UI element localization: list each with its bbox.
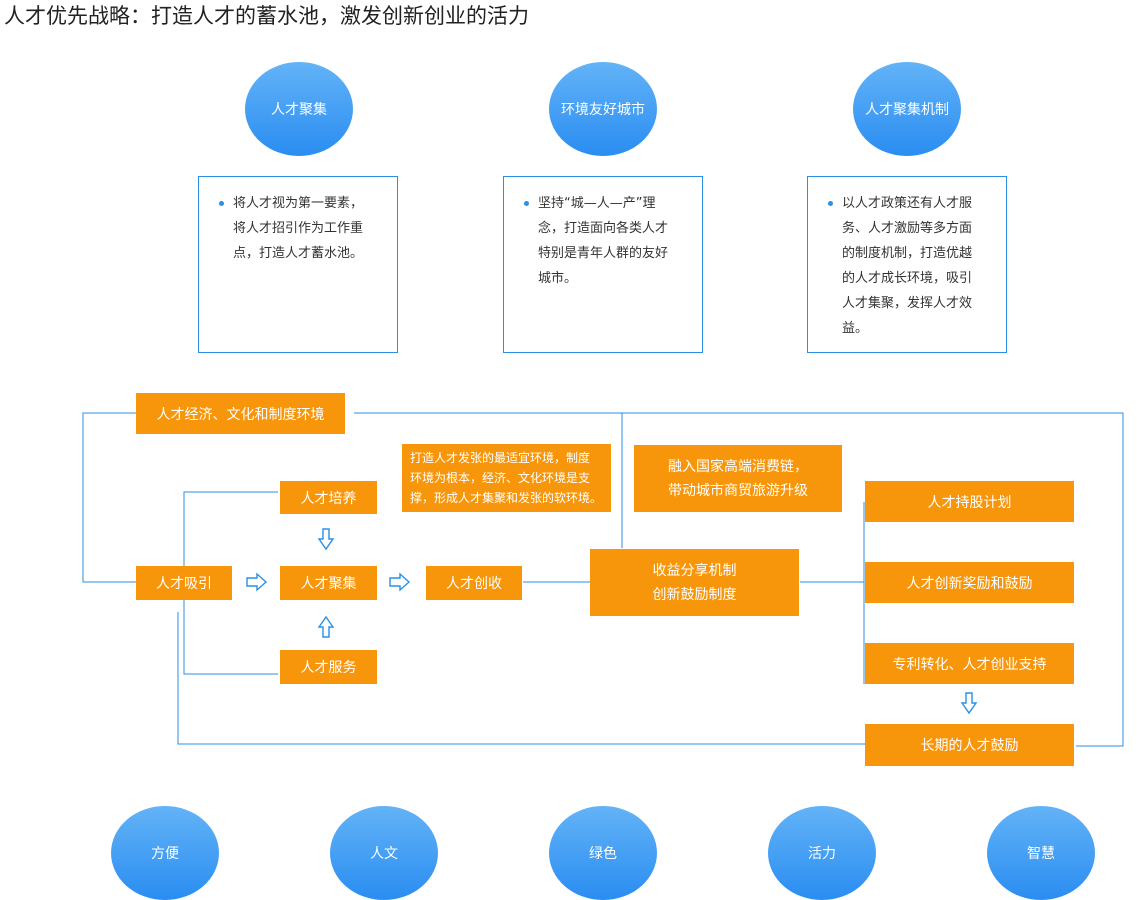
consume-line: 带动城市商贸旅游升级 (668, 482, 808, 499)
equity-plan-box: 人才持股计划 (865, 481, 1074, 522)
circle-vitality: 活力 (768, 806, 876, 900)
pillar-line: 念，打造面向各类人才 (538, 221, 669, 236)
pillar-line: 益。 (842, 321, 869, 336)
circle-label: 环境友好城市 (561, 102, 645, 118)
pillar-box-3: 以人才政策还有人才服 务、人才激励等多方面 的制度机制，打造优越 的人才成长环境… (807, 176, 1007, 353)
env-left-connector (82, 412, 136, 583)
arrow-up-icon (317, 615, 335, 638)
pillar-line: 将人才招引作为工作重 (233, 221, 364, 236)
patent-support-box: 专利转化、人才创业支持 (865, 643, 1074, 684)
env-note-line: 环境为根本，经济、文化环境是支 (410, 471, 591, 485)
pillar-line: 城市。 (538, 271, 578, 286)
arrow-right-icon (246, 572, 268, 592)
circle-gathering-mechanism: 人才聚集机制 (853, 62, 961, 156)
pillar-box-1: 将人才视为第一要素， 将人才招引作为工作重 点，打造人才蓄水池。 (198, 176, 398, 353)
pillar-line: 的人才成长环境，吸引 (842, 271, 973, 286)
mechanism-line: 收益分享机制 (652, 562, 737, 579)
bullet-dot-icon (828, 201, 833, 206)
circle-convenient: 方便 (111, 806, 219, 900)
service-box: 人才服务 (280, 650, 377, 684)
attract-longterm-connector (177, 612, 866, 745)
env-note-line: 撑，形成人才集聚和发张的软环境。 (410, 491, 603, 505)
circle-friendly-city: 环境友好城市 (549, 62, 657, 156)
train-box: 人才培养 (280, 481, 377, 514)
mechanism-line: 创新鼓励制度 (652, 586, 737, 603)
attract-train-connector (183, 491, 278, 568)
circle-humanistic: 人文 (330, 806, 438, 900)
env-note-box: 打造人才发张的最适宜环境，制度 环境为根本，经济、文化环境是支 撑，形成人才集聚… (402, 444, 611, 512)
pillar-line: 坚持“城—人—产”理 (538, 196, 656, 211)
arrow-down-icon (317, 528, 335, 551)
page-title: 人才优先战略：打造人才的蓄水池，激发创新创业的活力 (4, 4, 529, 28)
arrow-right-icon (389, 572, 411, 592)
circle-label: 人才聚集 (271, 102, 327, 118)
pillar-line: 特别是青年人群的友好 (538, 246, 669, 261)
circle-label: 绿色 (589, 846, 617, 862)
attract-box: 人才吸引 (136, 566, 232, 600)
pillar-line: 将人才视为第一要素， (233, 196, 364, 211)
gather-box: 人才聚集 (280, 566, 377, 600)
pillar-line: 务、人才激励等多方面 (842, 221, 973, 236)
pillar-box-2: 坚持“城—人—产”理 念，打造面向各类人才 特别是青年人群的友好 城市。 (503, 176, 703, 353)
env-note-line: 打造人才发张的最适宜环境，制度 (410, 451, 591, 465)
bullet-dot-icon (219, 201, 224, 206)
pillar-bullet: 坚持“城—人—产”理 念，打造面向各类人才 特别是青年人群的友好 城市。 (524, 191, 692, 291)
arrow-down-icon (960, 692, 978, 715)
circle-label: 活力 (808, 846, 836, 862)
attract-service-connector (183, 598, 278, 675)
circle-label: 智慧 (1027, 846, 1055, 862)
circle-talent-gathering: 人才聚集 (245, 62, 353, 156)
pillar-line: 的制度机制，打造优越 (842, 246, 973, 261)
circle-label: 方便 (151, 846, 179, 862)
bullet-dot-icon (524, 201, 529, 206)
circle-label: 人文 (370, 846, 398, 862)
circle-green: 绿色 (549, 806, 657, 900)
circle-label: 人才聚集机制 (865, 102, 949, 118)
longterm-incentive-box: 长期的人才鼓励 (865, 724, 1074, 766)
circle-smart: 智慧 (987, 806, 1095, 900)
create-box: 人才创收 (426, 566, 522, 600)
mechanism-box: 收益分享机制 创新鼓励制度 (590, 549, 799, 616)
pillar-line: 以人才政策还有人才服 (842, 196, 973, 211)
consume-box: 融入国家高端消费链， 带动城市商贸旅游升级 (634, 445, 842, 512)
innovation-reward-box: 人才创新奖励和鼓励 (865, 562, 1074, 603)
pillar-bullet: 将人才视为第一要素， 将人才招引作为工作重 点，打造人才蓄水池。 (219, 191, 387, 266)
env-right-connector (354, 412, 1124, 747)
pillar-line: 点，打造人才蓄水池。 (233, 246, 364, 261)
env-box: 人才经济、文化和制度环境 (136, 393, 345, 434)
consume-line: 融入国家高端消费链， (668, 458, 808, 475)
pillar-line: 人才集聚，发挥人才效 (842, 296, 973, 311)
pillar-bullet: 以人才政策还有人才服 务、人才激励等多方面 的制度机制，打造优越 的人才成长环境… (828, 191, 996, 341)
